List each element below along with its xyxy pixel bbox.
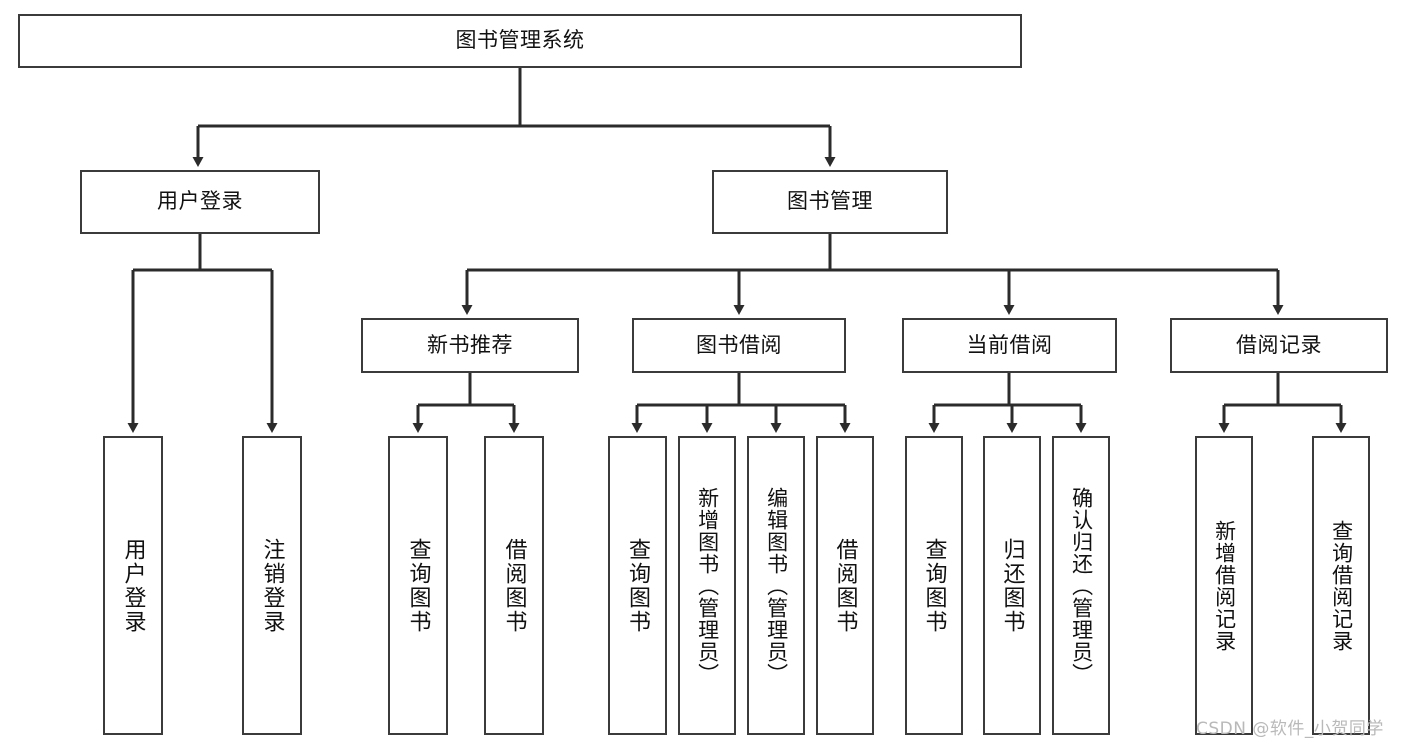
node-label: 图书管理系统 [455,28,585,53]
node-label: 新增图书（管理员） [695,486,720,685]
node-label: 查询图书 [405,537,431,634]
node-borrowing-records[interactable]: 借阅记录 [1170,318,1388,373]
node-leaf-logout[interactable]: 注销登录 [242,436,302,735]
node-leaf-borrow-books[interactable]: 借阅图书 [816,436,874,735]
connector-book-mgmt-to-level3 [461,234,1284,315]
csdn-watermark: CSDN @软件_小贺同学 [1196,719,1384,739]
connector-root-to-level2 [192,68,836,167]
node-user-login[interactable]: 用户登录 [80,170,320,234]
node-leaf-user-login[interactable]: 用户登录 [103,436,163,735]
node-label: 当前借阅 [966,332,1053,357]
node-label: 查询图书 [921,537,947,634]
node-label: 归还图书 [999,537,1025,634]
connector-new-book-rec-to-leaves [412,373,520,433]
node-book-management[interactable]: 图书管理 [712,170,948,234]
node-label: 编辑图书（管理员） [764,486,789,685]
node-label: 用户登录 [120,537,146,634]
node-label: 图书借阅 [696,332,782,357]
node-current-borrowing[interactable]: 当前借阅 [902,318,1117,373]
node-label: 借阅记录 [1236,332,1322,357]
connector-book-borrow-to-leaves [631,373,851,433]
node-leaf-add-book-admin[interactable]: 新增图书（管理员） [678,436,736,735]
node-label: 借阅图书 [832,537,858,634]
node-label: 新增借阅记录 [1212,519,1237,652]
node-label: 新书推荐 [427,332,513,357]
node-book-borrowing[interactable]: 图书借阅 [632,318,846,373]
node-label: 借阅图书 [501,537,527,634]
node-leaf-query-borrow-record[interactable]: 查询借阅记录 [1312,436,1370,735]
node-root-system[interactable]: 图书管理系统 [18,14,1022,68]
node-leaf-query-books-borrow[interactable]: 查询图书 [608,436,667,735]
node-leaf-query-books-rec[interactable]: 查询图书 [388,436,448,735]
node-leaf-add-borrow-record[interactable]: 新增借阅记录 [1195,436,1253,735]
node-leaf-return-books[interactable]: 归还图书 [983,436,1041,735]
node-new-book-recommendation[interactable]: 新书推荐 [361,318,579,373]
node-label: 用户登录 [157,189,243,214]
connector-borrow-record-to-leaves [1218,373,1347,433]
node-label: 查询图书 [625,537,651,634]
connector-current-borrow-to-leaves [928,373,1087,433]
node-label: 确认归还（管理员） [1069,486,1094,685]
connector-user-login-to-leaves [127,234,278,433]
node-leaf-query-books-current[interactable]: 查询图书 [905,436,963,735]
node-leaf-edit-book-admin[interactable]: 编辑图书（管理员） [747,436,805,735]
node-leaf-borrow-books-rec[interactable]: 借阅图书 [484,436,544,735]
node-label: 注销登录 [259,537,285,634]
node-label: 图书管理 [787,189,873,214]
node-label: 查询借阅记录 [1329,519,1354,652]
node-leaf-confirm-return-admin[interactable]: 确认归还（管理员） [1052,436,1110,735]
